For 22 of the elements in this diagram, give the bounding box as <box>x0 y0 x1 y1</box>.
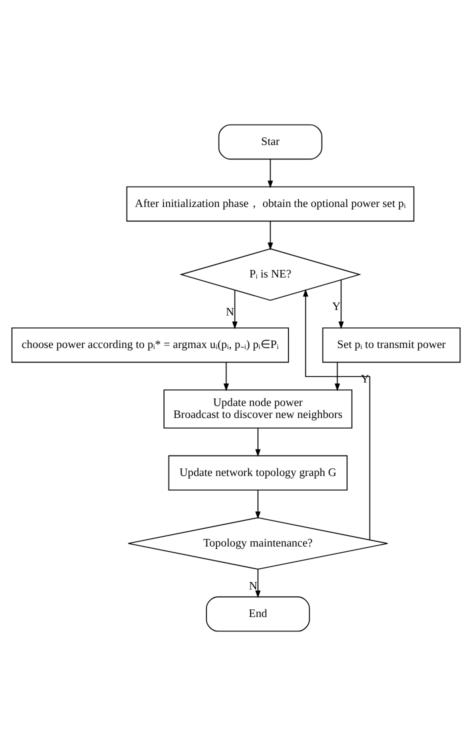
node-box: Star <box>218 124 322 160</box>
edge-label: N <box>249 580 258 592</box>
node-box: choose power according to pᵢ* = argmax uᵢ(pᵢ, p₋ᵢ) pᵢ∈Pᵢ <box>11 326 289 362</box>
node-box: Update node power Broadcast to discover new neighbors <box>164 388 352 428</box>
arrow <box>268 158 273 188</box>
arrow <box>255 568 261 598</box>
edge-label: Y <box>332 300 340 313</box>
node-diamond: Topology maintenance? <box>128 516 388 570</box>
node-box: End <box>206 596 310 632</box>
arrow <box>255 427 261 456</box>
node-box: After initialization phase， obtain the optional power set pᵢ <box>126 186 414 222</box>
edge-label: N <box>226 306 234 318</box>
arrow <box>232 289 238 329</box>
arrow <box>255 489 261 519</box>
arrow <box>224 362 229 391</box>
node-diamond: Pᵢ is NE? <box>179 248 362 300</box>
arrow <box>338 279 344 329</box>
node-box: Set pᵢ to transmit power <box>322 326 461 362</box>
arrow <box>302 288 370 540</box>
arrow <box>268 220 273 250</box>
node-box: Update network topology graph G <box>168 454 348 490</box>
arrow <box>334 362 340 391</box>
